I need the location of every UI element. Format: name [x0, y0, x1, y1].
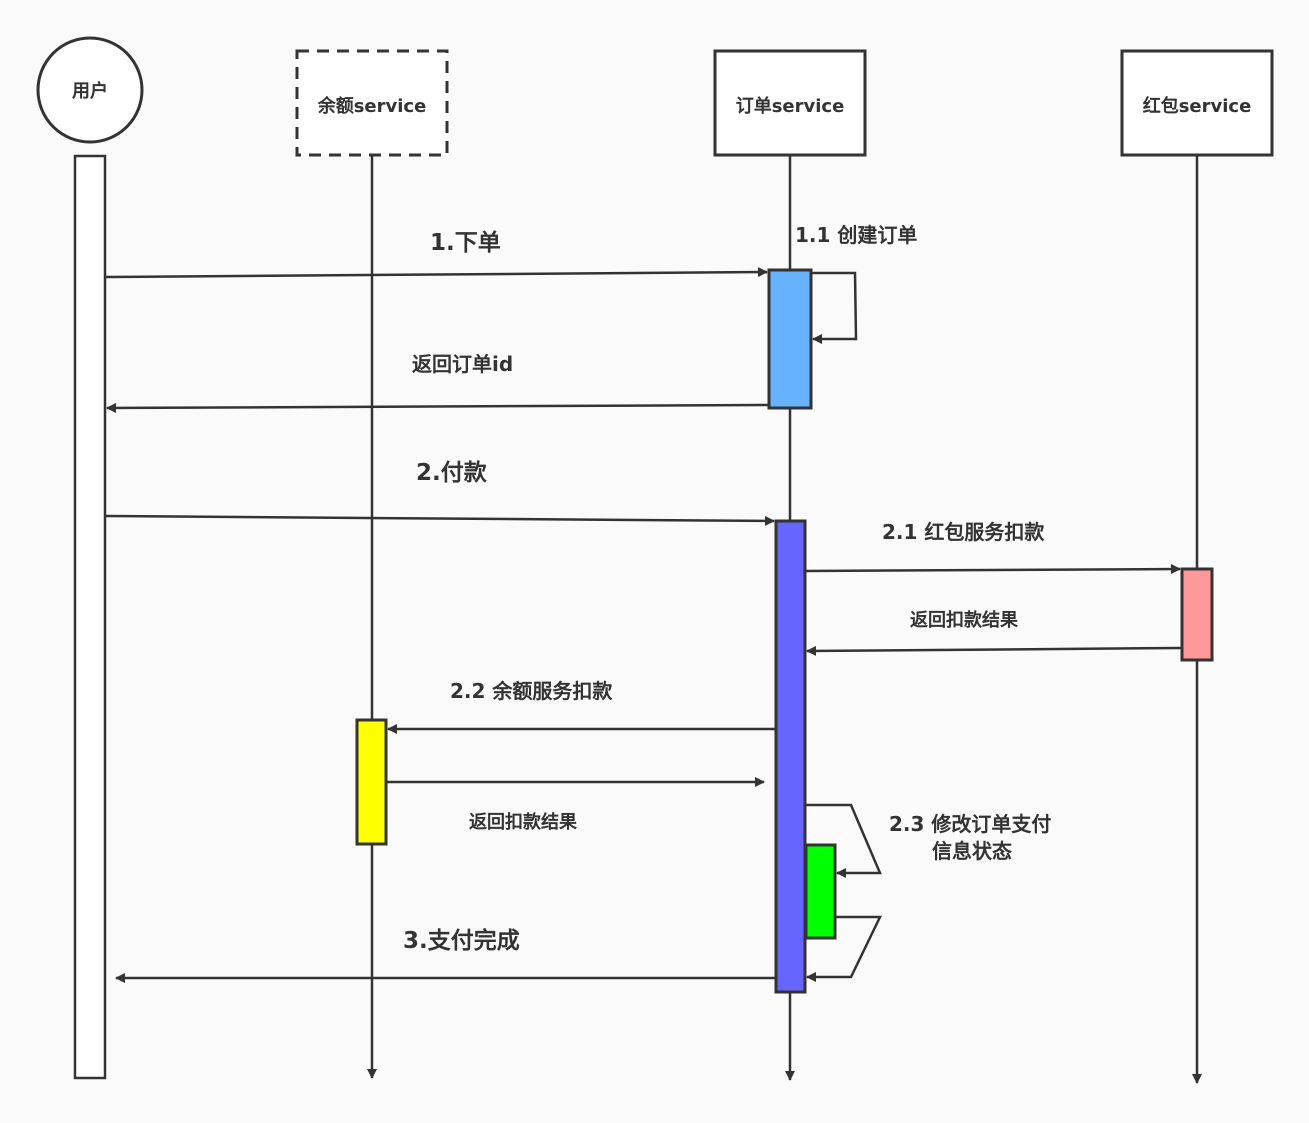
message-balance-deduct[interactable]: 2.2 余额服务扣款 [387, 679, 776, 734]
message-redpacket-return[interactable]: 返回扣款结果 [806, 609, 1183, 656]
message-redpacket-deduct[interactable]: 2.1 红包服务扣款 [804, 520, 1181, 575]
balance-service-box [295, 49, 449, 157]
update-status-activation[interactable] [804, 843, 837, 940]
update-status-label-line1: 2.3 修改订单支付 [889, 812, 1051, 836]
pay-arrow [104, 514, 775, 526]
pay-activation[interactable] [774, 519, 807, 994]
place-order-arrow [104, 267, 768, 279]
participant-redpacket-service[interactable]: 红包service [1120, 49, 1274, 1084]
redpacket-activation[interactable] [1180, 567, 1214, 662]
balance-deduct-label: 2.2 余额服务扣款 [450, 679, 613, 703]
pay-complete-label: 3.支付完成 [403, 927, 520, 954]
update-status-return-arrow [806, 915, 882, 982]
redpacket-deduct-arrow [804, 564, 1181, 575]
redpacket-service-label: 红包service [1143, 95, 1252, 117]
redpacket-return-label: 返回扣款结果 [910, 609, 1019, 631]
message-place-order[interactable]: 1.下单 [104, 230, 768, 279]
message-pay[interactable]: 2.付款 [104, 459, 775, 526]
message-pay-complete[interactable]: 3.支付完成 [115, 927, 776, 983]
balance-return-label: 返回扣款结果 [469, 811, 578, 833]
create-order-arrow [811, 271, 858, 344]
return-order-id-arrow [106, 402, 770, 413]
redpacket-deduct-label: 2.1 红包服务扣款 [882, 520, 1045, 544]
user-lifeline-bar [73, 154, 107, 1080]
user-actor-circle [36, 36, 144, 144]
return-order-id-label: 返回订单id [412, 352, 513, 376]
message-update-status[interactable]: 2.3 修改订单支付 信息状态 [805, 803, 1051, 982]
update-status-call-arrow [805, 803, 882, 878]
redpacket-return-arrow [806, 645, 1183, 656]
balance-activation[interactable] [355, 718, 388, 846]
participant-balance-service[interactable]: 余额service [295, 49, 449, 1079]
redpacket-service-box [1120, 49, 1274, 157]
create-order-label: 1.1 创建订单 [795, 223, 917, 247]
balance-service-label: 余额service [317, 95, 427, 117]
order-service-box [713, 49, 867, 157]
update-status-label-line2: 信息状态 [932, 839, 1012, 863]
place-order-label: 1.下单 [430, 230, 501, 256]
order-service-label: 订单service [736, 95, 845, 117]
user-label: 用户 [72, 80, 108, 102]
create-order-activation[interactable] [767, 268, 813, 410]
message-create-order[interactable]: 1.1 创建订单 [795, 223, 917, 344]
message-return-order-id[interactable]: 返回订单id [106, 352, 770, 413]
pay-label: 2.付款 [416, 459, 488, 486]
message-balance-return[interactable]: 返回扣款结果 [386, 777, 765, 833]
participant-user[interactable]: 用户 [36, 36, 144, 1080]
